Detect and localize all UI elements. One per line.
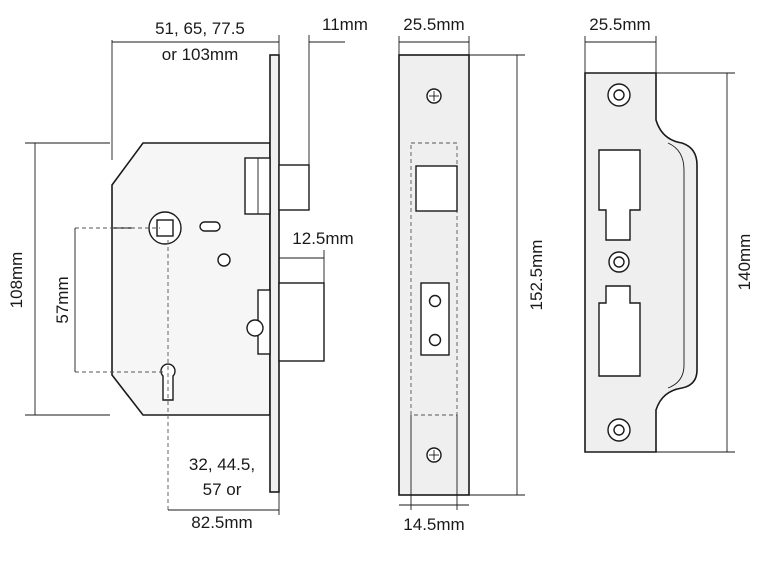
dim-bolt-projection: 12.5mm: [292, 229, 353, 248]
forend-view: 25.5mm 152.5mm 14.5mm: [398, 15, 546, 534]
dim-backset-line2: or 103mm: [162, 45, 239, 64]
forend-plate: [398, 54, 470, 496]
case-fixing-hole-2: [246, 319, 264, 337]
strike-latch-opening: [598, 149, 641, 241]
follower-square-icon: [156, 219, 174, 237]
dead-bolt: [278, 282, 325, 362]
dim-backset-line1: 51, 65, 77.5: [155, 19, 245, 38]
dim-centres: 57mm: [53, 276, 72, 323]
dim-forend-thickness: 11mm: [322, 15, 368, 34]
forend-case-outline: [410, 142, 458, 416]
dim-forend-width: 25.5mm: [403, 15, 464, 34]
dim-strike-width: 25.5mm: [589, 15, 650, 34]
dim-case-depth-line3: 82.5mm: [191, 513, 252, 532]
strike-bolt-opening: [598, 285, 641, 377]
dim-case-height: 108mm: [7, 252, 26, 309]
dim-strike-height: 140mm: [735, 234, 754, 291]
strike-plate-view: 25.5mm 140mm: [584, 15, 754, 453]
dim-forend-height: 152.5mm: [527, 240, 546, 311]
latch-housing: [244, 157, 271, 215]
case-slot: [199, 221, 221, 232]
lock-forend-plate: [269, 54, 280, 493]
latch-bolt: [278, 164, 310, 211]
dim-forend-inner-width: 14.5mm: [403, 515, 464, 534]
dim-case-depth-line2: 57 or: [203, 480, 242, 499]
forend-latch-opening: [415, 165, 458, 212]
case-fixing-hole-1: [217, 253, 231, 267]
lock-side-view: 57mm 108mm 51, 65, 77.5 or 103mm 11mm 12…: [7, 15, 368, 532]
strike-plate: [584, 72, 698, 453]
dim-case-depth-line1: 32, 44.5,: [189, 455, 255, 474]
